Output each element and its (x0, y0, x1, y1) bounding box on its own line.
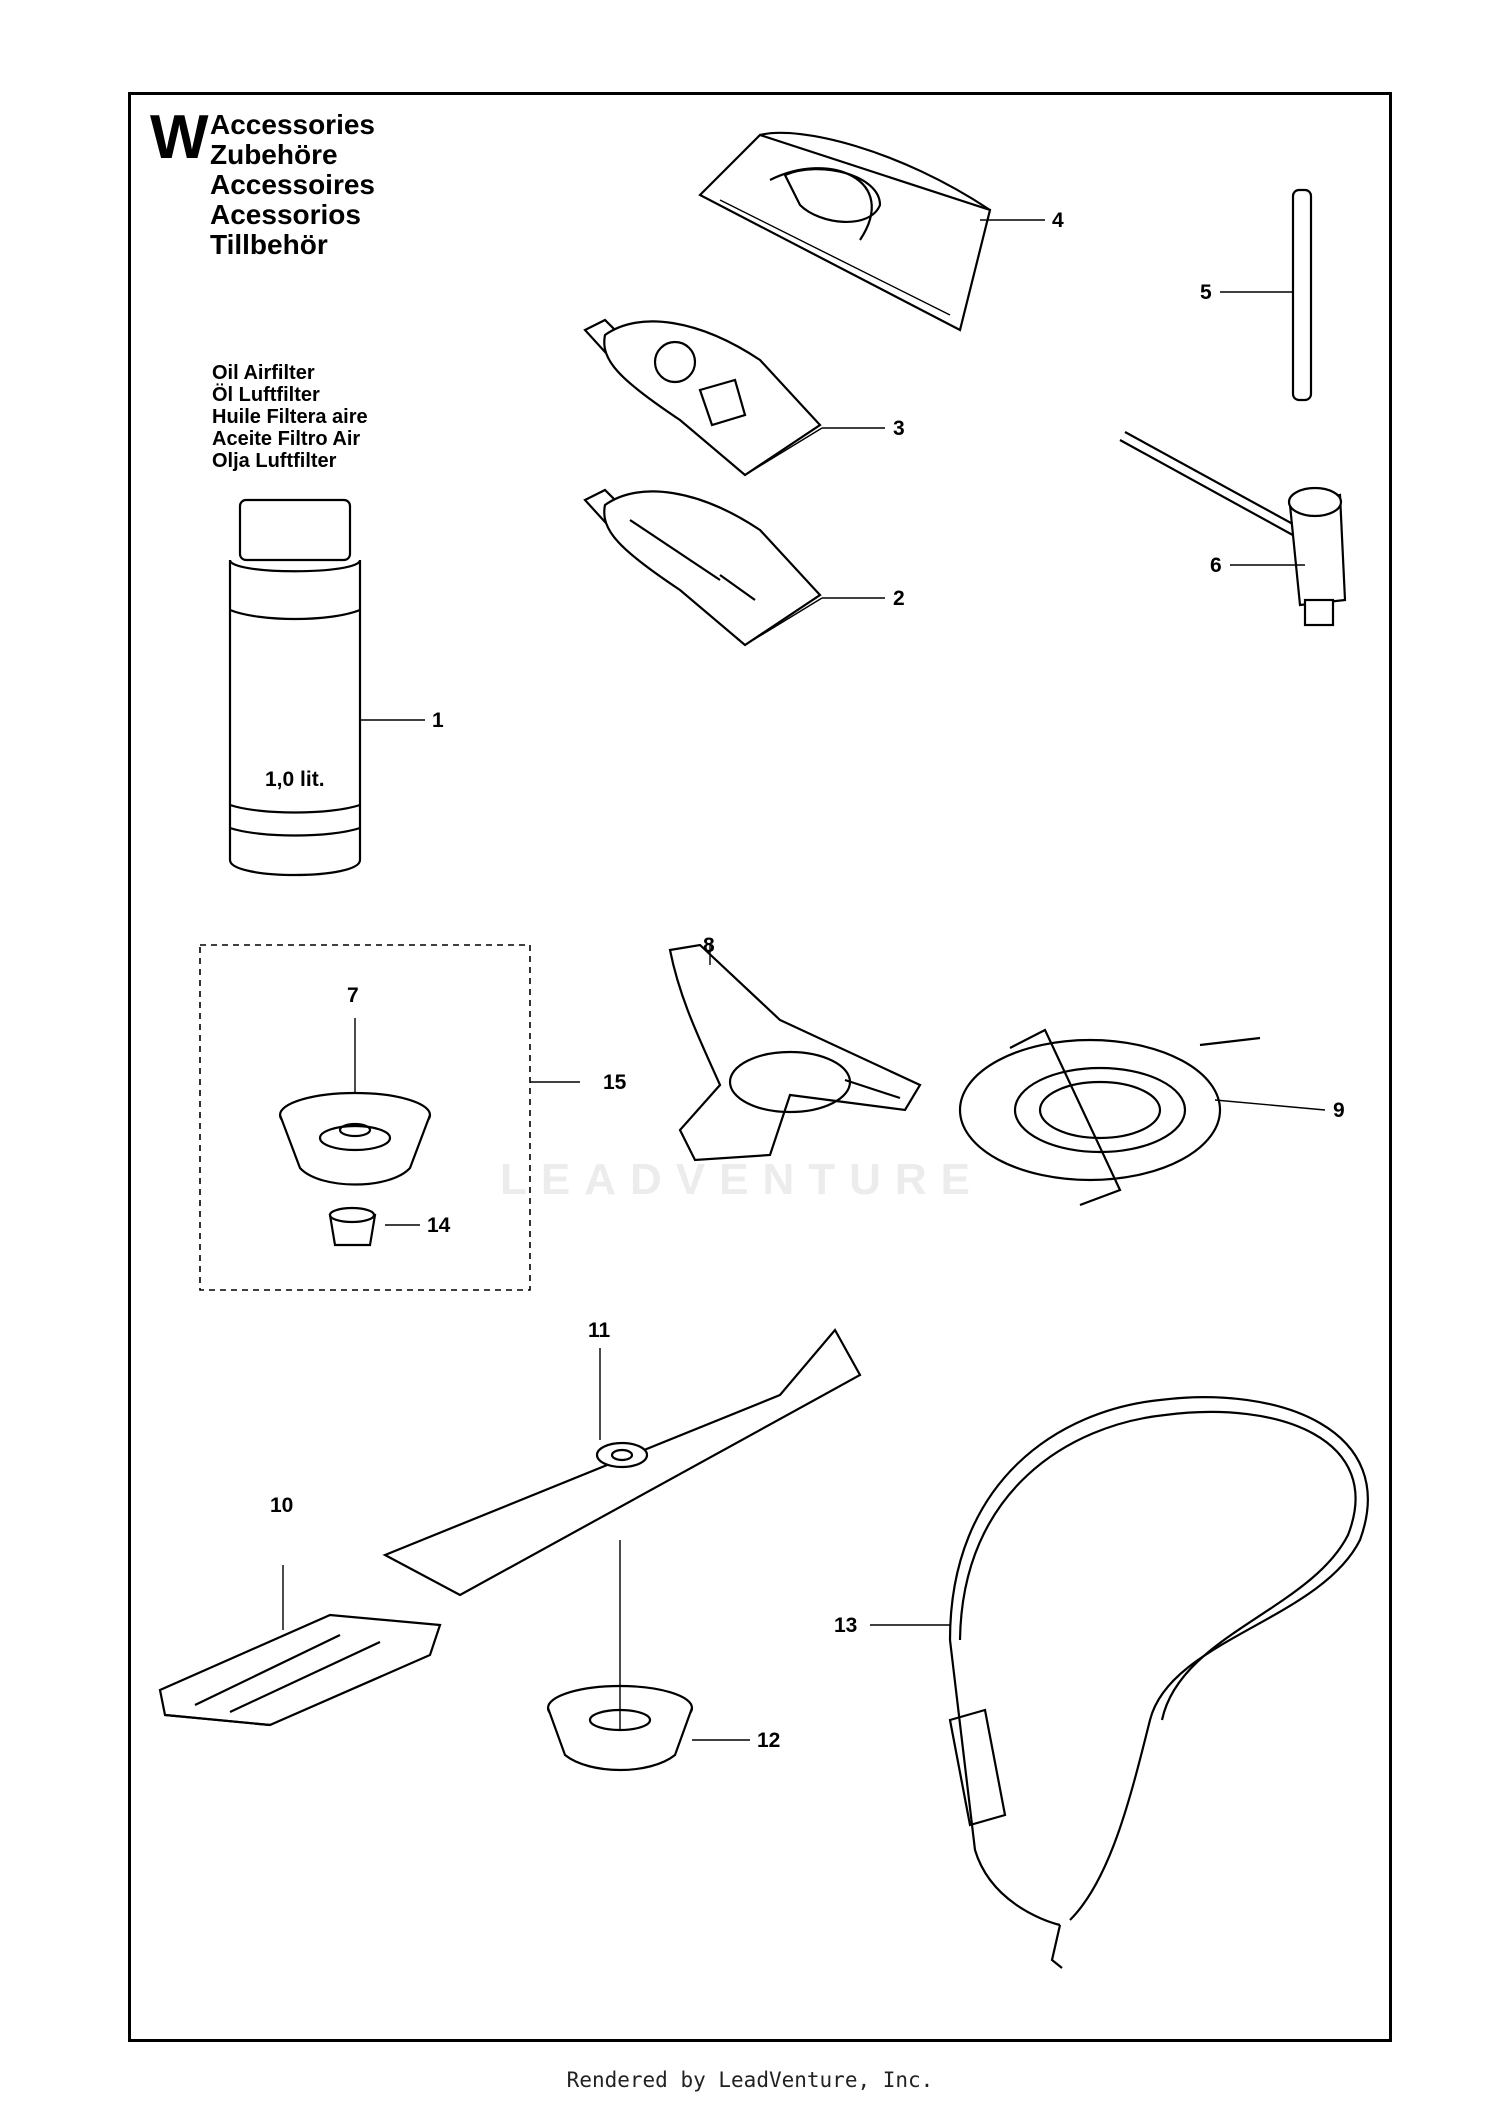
part-15-group-box (199, 944, 531, 1291)
callout-5: 5 (1200, 281, 1212, 304)
callout-1: 1 (432, 709, 444, 732)
oil-label-line: Olja Luftfilter (212, 450, 337, 472)
callout-14: 14 (427, 1214, 451, 1237)
part-8-guard (668, 943, 922, 1162)
part-11-blade (382, 1328, 862, 1597)
header-line: Accessoires (210, 169, 376, 200)
part-1-bottle (228, 498, 362, 877)
callout-3: 3 (893, 417, 905, 440)
watermark: LEADVENTURE (500, 1155, 985, 1204)
part-10-transport-guard (158, 1613, 442, 1727)
header-line: Acessorios (210, 199, 361, 230)
header-title-lines: Accessories Zubehöre Accessoires Acessor… (210, 110, 375, 260)
callout-6: 6 (1210, 554, 1222, 577)
oil-label-line: Öl Luftfilter (212, 384, 320, 406)
header-line: Tillbehör (210, 229, 328, 260)
header-line: Accessories (210, 109, 376, 140)
oil-label-line: Aceite Filtro Air (212, 428, 361, 450)
leader-lines (282, 219, 1326, 1741)
header-letter: W (150, 103, 209, 172)
footer-credit: Rendered by LeadVenture, Inc. (566, 2068, 934, 2092)
oil-label-line: Huile Filtera aire (212, 406, 368, 428)
oil-label-line: Oil Airfilter (212, 362, 315, 384)
callout-12: 12 (757, 1729, 781, 1752)
part-7-cup (278, 1091, 432, 1186)
callout-7: 7 (347, 984, 359, 1007)
part-13-strap (948, 1396, 1369, 1969)
callout-15: 15 (603, 1071, 627, 1094)
callout-11: 11 (588, 1319, 611, 1342)
part-9-ring-guard (958, 1028, 1261, 1207)
part-2-tube (583, 488, 823, 647)
oil-airfilter-label: Oil Airfilter Öl Luftfilter Huile Filter… (212, 362, 368, 472)
diagram-frame (128, 92, 1392, 2042)
bottle-volume-text: 1,0 lit. (265, 768, 325, 791)
part-3-tube (583, 318, 823, 477)
callout-4: 4 (1052, 209, 1064, 232)
callout-2: 2 (893, 587, 905, 610)
part-6-spanner (1119, 431, 1347, 627)
callout-8: 8 (703, 934, 715, 957)
part-14-nut (328, 1206, 377, 1247)
callout-9: 9 (1333, 1099, 1345, 1122)
part-4-bag (698, 131, 992, 332)
callout-13: 13 (834, 1614, 858, 1637)
header-line: Zubehöre (210, 139, 338, 170)
part-5-pin (1291, 188, 1313, 402)
callout-10: 10 (270, 1494, 294, 1517)
